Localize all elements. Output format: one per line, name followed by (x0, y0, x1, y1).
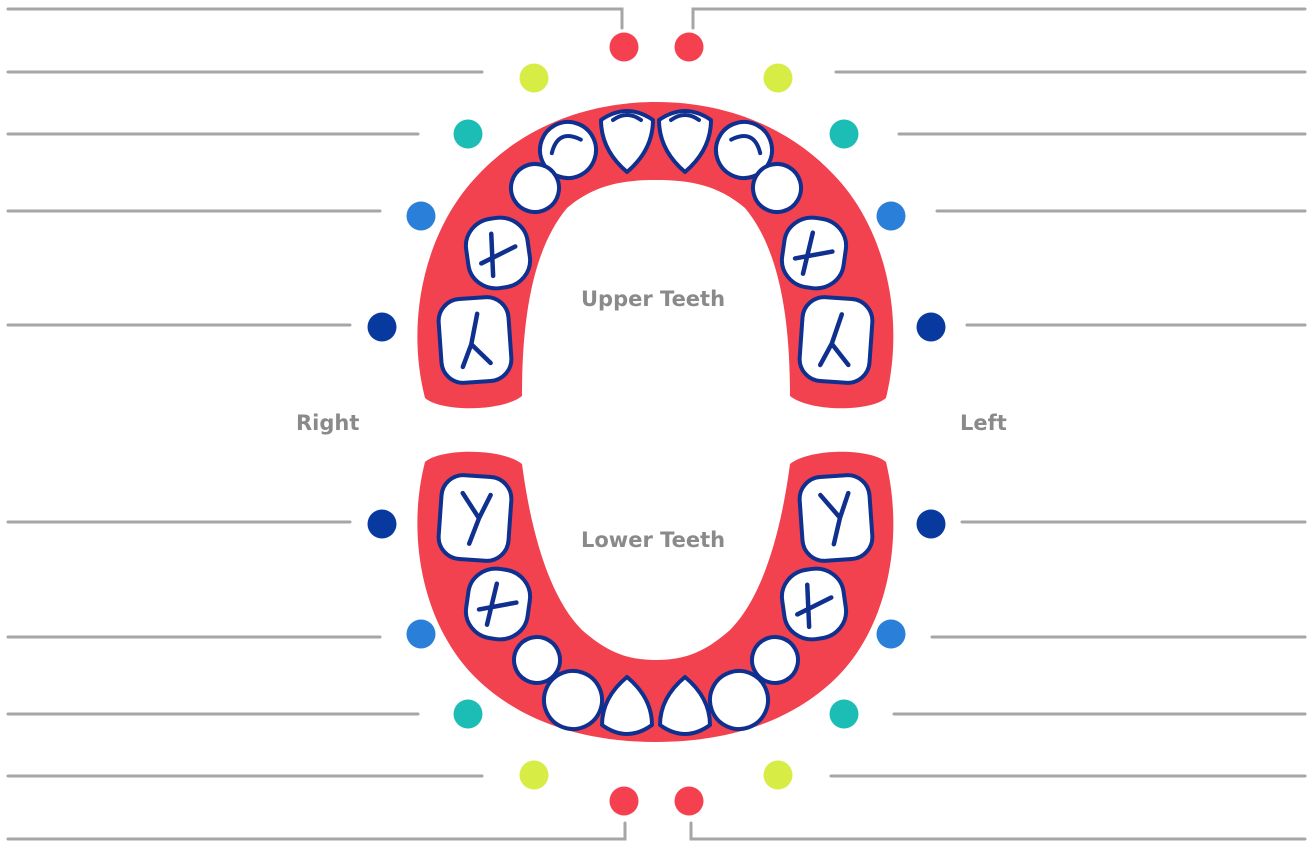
upper-right-canine-marker (453, 119, 483, 149)
upper-right-second-molar-tooth[interactable] (436, 295, 514, 385)
upper-left-first-molar-marker (876, 201, 906, 231)
tooth-type-markers (367, 32, 946, 816)
line-upper-left-central (691, 7, 1307, 30)
lower-right-second-molar-tooth[interactable] (436, 473, 514, 563)
upper-left-second-molar-marker (916, 312, 946, 342)
lower-right-central-incisor-tooth[interactable] (600, 675, 654, 736)
upper-left-first-molar-tooth[interactable] (778, 214, 849, 292)
upper-left-lateral-incisor-tooth[interactable] (707, 113, 781, 187)
upper-left-lateral-incisor-marker (763, 63, 793, 93)
upper-right-first-molar-marker (406, 201, 436, 231)
upper-left-central-incisor-marker (674, 32, 704, 62)
leader-lines (6, 7, 1307, 841)
upper-right-lateral-incisor-marker (519, 63, 549, 93)
upper-right-lateral-incisor-tooth[interactable] (531, 113, 605, 187)
upper-right-central-incisor-marker (609, 32, 639, 62)
left-side-label: Left (960, 411, 1007, 435)
right-side-label: Right (296, 411, 360, 435)
upper-right-first-molar-tooth[interactable] (462, 214, 533, 292)
upper-left-canine-marker (829, 119, 859, 149)
lower-right-canine-tooth[interactable] (506, 629, 569, 692)
lower-left-lateral-incisor-marker (763, 760, 793, 790)
lower-left-central-incisor-tooth[interactable] (658, 675, 712, 736)
lower-right-central-incisor-marker (609, 786, 639, 816)
lower-right-first-molar-marker (406, 619, 436, 649)
upper-right-central-incisor-tooth[interactable] (599, 109, 655, 174)
lower-teeth-label: Lower Teeth (581, 528, 726, 552)
lower-left-first-molar-tooth[interactable] (778, 565, 849, 643)
line-upper-right-central (6, 7, 624, 30)
lower-left-central-incisor-marker (674, 786, 704, 816)
lower-right-lateral-incisor-tooth[interactable] (536, 663, 610, 737)
lower-right-first-molar-tooth[interactable] (462, 565, 533, 643)
line-lower-right-central (6, 821, 627, 841)
upper-teeth-label: Upper Teeth (581, 287, 726, 311)
upper-right-canine-tooth[interactable] (502, 155, 568, 221)
upper-left-central-incisor-tooth[interactable] (657, 109, 713, 174)
upper-left-canine-tooth[interactable] (744, 155, 810, 221)
lower-right-second-molar-marker (367, 509, 397, 539)
upper-left-second-molar-tooth[interactable] (797, 295, 875, 385)
lower-left-second-molar-marker (916, 509, 946, 539)
teeth (436, 109, 875, 737)
lower-left-first-molar-marker (876, 619, 906, 649)
lower-right-lateral-incisor-marker (519, 760, 549, 790)
line-lower-left-central (689, 821, 1307, 841)
lower-left-second-molar-tooth[interactable] (797, 473, 875, 563)
lower-left-lateral-incisor-tooth[interactable] (702, 663, 776, 737)
upper-right-second-molar-marker (367, 312, 397, 342)
lower-right-canine-marker (453, 699, 483, 729)
lower-left-canine-marker (829, 699, 859, 729)
lower-left-canine-tooth[interactable] (744, 629, 807, 692)
